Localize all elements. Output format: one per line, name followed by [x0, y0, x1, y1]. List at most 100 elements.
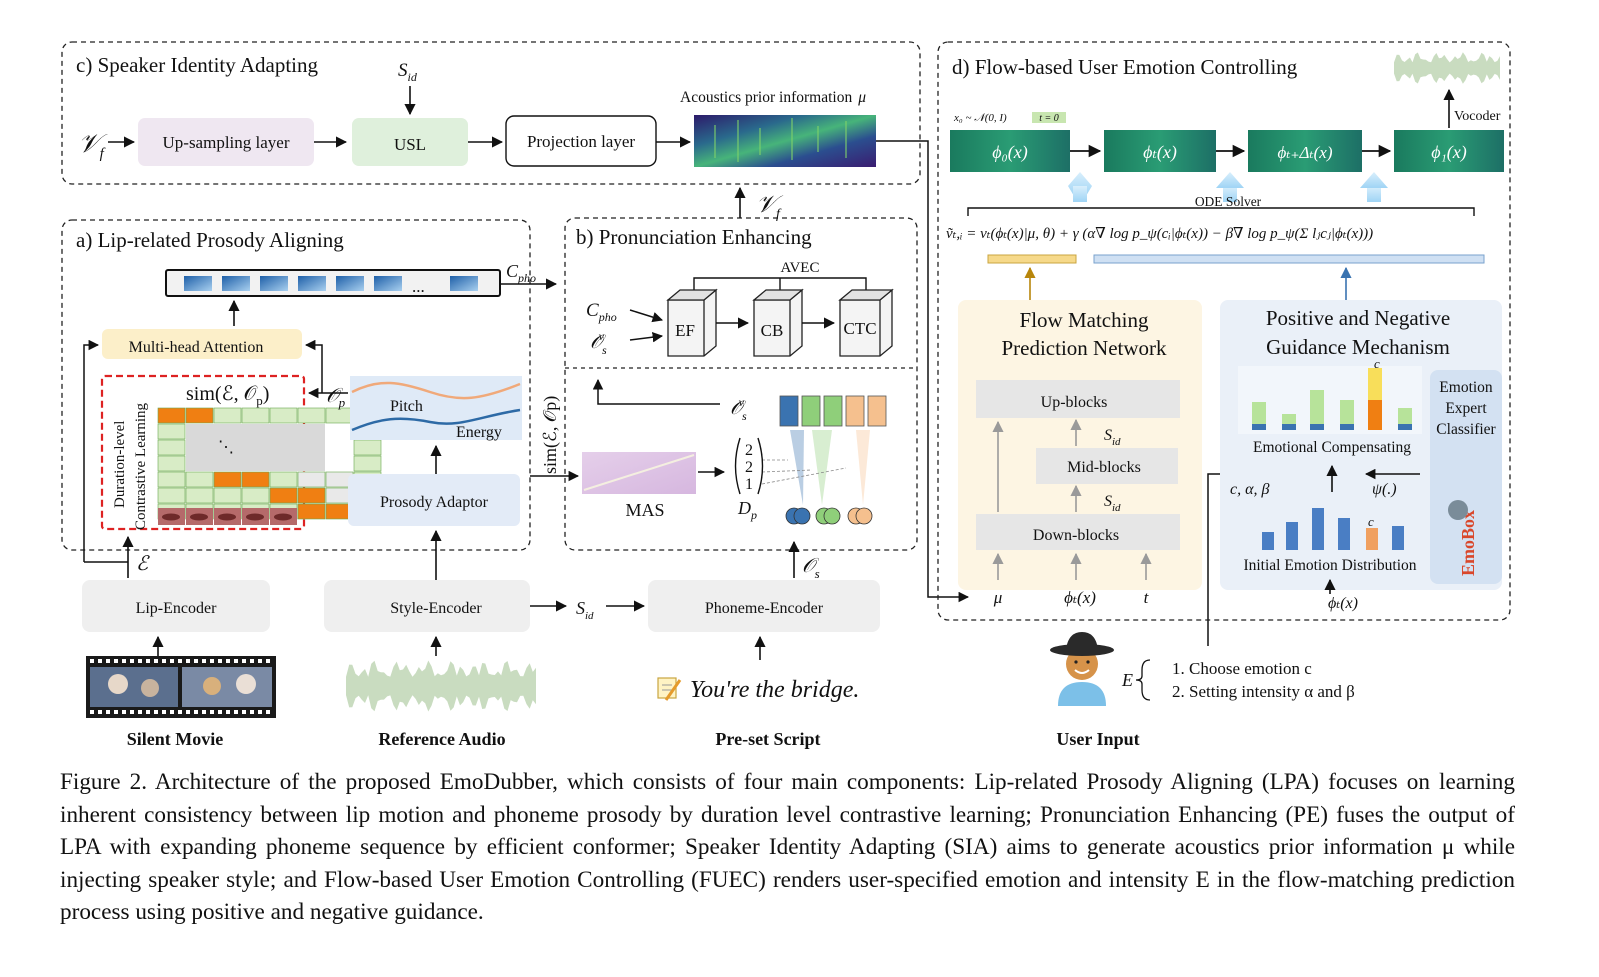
- sprocket-hole: [138, 659, 142, 663]
- sprocket-hole: [234, 710, 238, 714]
- flow-output-bar: [987, 254, 1077, 264]
- sprocket-hole: [90, 710, 94, 714]
- initial-distribution-bars: [1262, 508, 1404, 550]
- up-blocks-label: Up-blocks: [1041, 394, 1108, 411]
- sprocket-hole: [170, 659, 174, 663]
- guidance-output-bar: [1093, 254, 1485, 264]
- vf-up-label: 𝒱f: [756, 192, 784, 222]
- sprocket-hole: [178, 659, 182, 663]
- sprocket-hole: [98, 659, 102, 663]
- avec-label: AVEC: [781, 260, 820, 276]
- guidance-title-2: Guidance Mechanism: [1266, 335, 1450, 359]
- sprocket-hole: [186, 659, 190, 663]
- memo-icon: [657, 677, 682, 701]
- sprocket-hole: [122, 659, 126, 663]
- cb-label: CB: [761, 321, 784, 340]
- compensating-base: [1340, 424, 1354, 430]
- fuec-title: d) Flow-based User Emotion Controlling: [952, 55, 1298, 79]
- matrix-cell: [157, 471, 186, 488]
- sprocket-hole: [194, 710, 198, 714]
- cpho-label: Cpho: [506, 261, 536, 285]
- sprocket-hole: [114, 659, 118, 663]
- energy-curve: [351, 408, 521, 432]
- sprocket-hole: [186, 710, 190, 714]
- duration-value: 2: [745, 459, 753, 476]
- figure-caption: Figure 2. Architecture of the proposed E…: [60, 769, 1515, 926]
- token-square: [184, 276, 212, 291]
- matrix-dots: ⋱: [218, 439, 234, 456]
- contrastive-side-label-2: Contrastive Learning: [133, 402, 149, 530]
- pe-title: b) Pronunciation Enhancing: [576, 225, 812, 249]
- comp-c-label: c: [1374, 356, 1380, 371]
- sprocket-hole: [114, 710, 118, 714]
- matrix-cell: [185, 471, 214, 488]
- prosody-adaptor-label: Prosody Adaptor: [380, 494, 489, 511]
- matrix-cell: [157, 455, 186, 472]
- initial-bar: [1262, 532, 1274, 550]
- emotional-compensating-label: Emotional Compensating: [1253, 439, 1411, 456]
- upsampling-label: Up-sampling layer: [163, 133, 290, 152]
- sprocket-hole: [138, 710, 142, 714]
- encoders-row: Lip-Encoder Style-Encoder Phoneme-Encode…: [82, 529, 880, 660]
- phi0-spectrogram: [950, 130, 1070, 172]
- phitdt-label: ϕₜ₊Δₜ(x): [1277, 143, 1332, 162]
- sprocket-hole: [130, 710, 134, 714]
- duration-value: 1: [745, 476, 753, 493]
- compensating-bar: [1252, 402, 1266, 430]
- token-square: [336, 276, 364, 291]
- lpa-title: a) Lip-related Prosody Aligning: [76, 228, 344, 252]
- matrix-cell: [213, 407, 242, 424]
- sprocket-hole: [250, 659, 254, 663]
- phoneme-bar: [823, 395, 843, 427]
- mas-label: MAS: [625, 500, 664, 520]
- compensating-target: [1368, 400, 1382, 430]
- sprocket-hole: [266, 659, 270, 663]
- guidance-input-phi: ϕₜ(x): [1328, 595, 1358, 612]
- down-blocks-label: Down-blocks: [1033, 527, 1119, 544]
- silent-movie-film: [86, 656, 276, 718]
- sprocket-hole: [226, 659, 230, 663]
- vf-input-label: 𝒱f: [78, 129, 108, 162]
- fuec-panel: d) Flow-based User Emotion Controlling x…: [937, 41, 1511, 621]
- phoneme-encoder-label: Phoneme-Encoder: [705, 600, 824, 617]
- sprocket-hole: [202, 710, 206, 714]
- pe-panel: b) Pronunciation Enhancing AVEC Cpho 𝒪sv…: [530, 186, 918, 581]
- cpho-sequence: [165, 269, 501, 297]
- mid-sid: Sid: [1104, 427, 1121, 448]
- lip-mouth: [190, 513, 208, 521]
- sprocket-hole: [250, 710, 254, 714]
- phi0-label: ϕ₀(x): [992, 142, 1028, 163]
- lip-mouth: [218, 513, 236, 521]
- op-label: 𝒪p: [326, 385, 346, 410]
- sprocket-hole: [210, 710, 214, 714]
- matrix-cell: [353, 439, 382, 456]
- matrix-cell: [157, 487, 186, 504]
- compensating-base: [1282, 424, 1296, 430]
- e-label: E: [1121, 670, 1133, 690]
- reference-audio-wave: [346, 660, 536, 712]
- phit-spectrogram: [1104, 130, 1216, 172]
- projection-label: Projection layer: [527, 132, 635, 151]
- matrix-cell: [157, 439, 186, 456]
- sprocket-hole: [178, 710, 182, 714]
- choice-intensity: 2. Setting intensity α and β: [1172, 682, 1355, 701]
- script-text: You're the bridge.: [690, 677, 859, 703]
- silent-movie-label: Silent Movie: [127, 729, 224, 749]
- sim-matrix-label: sim(ℰ, 𝒪p): [186, 383, 269, 408]
- down-sid: Sid: [1104, 493, 1121, 514]
- token-square: [298, 276, 326, 291]
- contrastive-side-label-1: Duration-level: [112, 421, 128, 508]
- vocoder-label: Vocoder: [1454, 109, 1501, 124]
- initial-bar: [1338, 518, 1350, 550]
- energy-label: Energy: [456, 424, 502, 441]
- lip-mouth: [162, 513, 180, 521]
- token-square: [450, 276, 478, 291]
- up-blocks: [976, 380, 1180, 418]
- matrix-cell: [241, 471, 270, 488]
- choice-emotion: 1. Choose emotion c: [1172, 659, 1312, 678]
- duration-values: 221: [745, 442, 753, 493]
- phi1-label: ϕ₁(x): [1431, 142, 1467, 163]
- matrix-cell: [297, 471, 326, 488]
- pitch-label: Pitch: [390, 398, 423, 415]
- initial-distribution-label: Initial Emotion Distribution: [1243, 557, 1416, 574]
